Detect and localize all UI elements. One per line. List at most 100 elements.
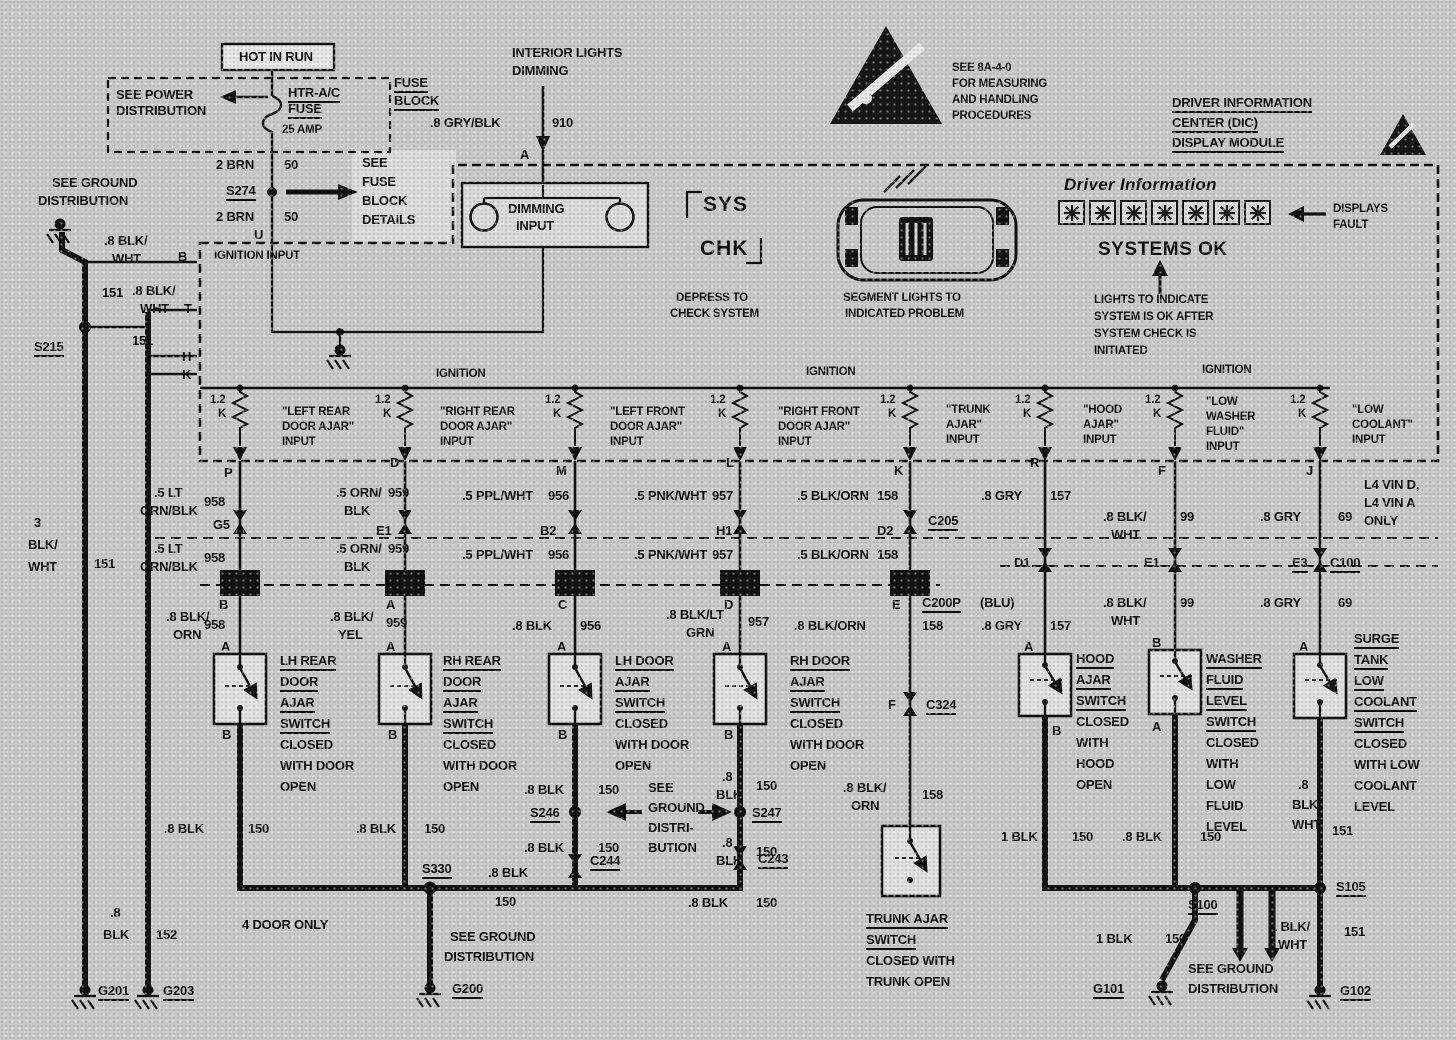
- ignition-bus-label: IGNITION: [1202, 364, 1252, 376]
- diagram-label: ORN: [173, 627, 202, 642]
- depress-note: DEPRESS TO: [676, 292, 748, 304]
- diagram-label: GRN/BLK: [140, 503, 198, 518]
- dic-module-outline: [198, 163, 1440, 463]
- diagram-label: WITH DOOR: [280, 758, 355, 773]
- esd-warning-icon-small: [1380, 114, 1426, 155]
- diagram-label: OPEN: [1076, 777, 1113, 792]
- diagram-label: CLOSED: [790, 716, 843, 731]
- segment-display-cell: [1151, 200, 1178, 225]
- switch-name: WASHER: [1206, 652, 1262, 669]
- diagram-label: INPUT: [610, 436, 644, 448]
- connector-c100: C100: [1330, 556, 1360, 573]
- input-label: "LOW: [1352, 404, 1384, 416]
- segment-display-cell: [1213, 200, 1240, 225]
- circuit-number: 958: [204, 550, 226, 565]
- diagram-label: CLOSED: [615, 716, 668, 731]
- pin-a: A: [722, 639, 732, 654]
- pin-m: M: [556, 463, 567, 478]
- diagram-label: DISTRIBUTION: [1188, 981, 1279, 996]
- diagram-label: SYSTEM IS OK AFTER: [1094, 311, 1214, 323]
- switch-name: HOOD: [1076, 652, 1114, 669]
- pullup-resistors: [230, 388, 1330, 446]
- switch-name: LH DOOR: [615, 654, 674, 671]
- diagram-label: AJAR": [1083, 419, 1119, 431]
- wire-color: .8 BLK/: [330, 609, 374, 624]
- diagram-label: DIMMING: [512, 63, 569, 78]
- pin-b: B: [1052, 723, 1062, 738]
- switch-boxes: [212, 648, 1348, 898]
- diagram-label: DOOR AJAR": [778, 421, 851, 433]
- diagram-label: TRUNK OPEN: [866, 974, 950, 989]
- circuit-number: 158: [922, 787, 944, 802]
- pin-b: B: [558, 727, 568, 742]
- input-label: "RIGHT REAR: [440, 406, 515, 418]
- wire-color: 1 BLK/: [1270, 919, 1310, 934]
- diagram-label: FOR MEASURING: [952, 78, 1048, 90]
- pin-b: B: [1152, 635, 1162, 650]
- splice-dot-s274: [267, 187, 277, 197]
- connector-e1: E1: [1144, 555, 1160, 570]
- connector-d2: D2: [877, 523, 894, 538]
- diagram-label: BLK: [103, 927, 130, 942]
- circuit-number: 150: [756, 778, 778, 793]
- diagram-label: BLK: [716, 787, 743, 802]
- fuse-block-label: FUSE: [394, 76, 428, 93]
- diagram-label: BLOCK: [394, 94, 439, 111]
- displays-fault-note: DISPLAYS: [1333, 203, 1388, 215]
- pin-f: F: [1158, 463, 1166, 478]
- diagram-label: GROUND: [648, 800, 705, 815]
- diagram-label: K: [1153, 408, 1162, 420]
- wire-color: 2 BRN: [216, 209, 255, 224]
- circuit-number: 150: [598, 782, 620, 797]
- diagram-label: SWITCH: [1076, 694, 1126, 711]
- wire-color: 2 BRN: [216, 157, 255, 172]
- wire-color: 1 BLK: [1001, 829, 1038, 844]
- diagram-label: INPUT: [282, 436, 316, 448]
- diagram-label: INPUT: [440, 436, 474, 448]
- diagram-label: CLOSED: [443, 737, 496, 752]
- diagram-label: INPUT: [778, 436, 812, 448]
- diagram-label: SWITCH: [866, 933, 916, 950]
- diagram-label: LEVEL: [1354, 799, 1395, 814]
- diagram-label: SWITCH: [790, 696, 840, 713]
- esd-warning-icon: [830, 26, 942, 124]
- diagram-label: DISTRI-: [648, 820, 694, 835]
- diagram-label: INDICATED PROBLEM: [845, 308, 965, 320]
- circuit-number: 151: [1332, 823, 1354, 838]
- diagram-label: CLOSED WITH: [866, 953, 955, 968]
- circuit-number: 50: [284, 157, 299, 172]
- wire-color: .8: [722, 769, 733, 784]
- wire-color: .5 PNK/WHT: [634, 488, 708, 503]
- wire-color: .8 GRY: [1260, 595, 1301, 610]
- splice-dot-s215: [79, 321, 91, 333]
- diagram-label: FUSE: [288, 102, 322, 119]
- pin-t: T: [184, 301, 192, 316]
- circuit-number: 69: [1338, 595, 1353, 610]
- wire-color: .8: [1298, 777, 1309, 792]
- diagram-label: DOOR: [443, 675, 481, 692]
- pin-p: P: [224, 465, 233, 480]
- diagram-label: LOW: [1354, 674, 1384, 691]
- circuit-number: 957: [712, 488, 734, 503]
- splice-s100: S100: [1188, 898, 1218, 915]
- wire-color: .8: [110, 905, 121, 920]
- diagram-label: WHT: [140, 301, 169, 316]
- diagram-label: DOOR AJAR": [440, 421, 513, 433]
- diagram-label: WHT: [1278, 937, 1307, 952]
- diagram-label: AJAR: [443, 696, 478, 713]
- diagram-label: WITH: [1076, 735, 1109, 750]
- segment-display-cell: [1120, 200, 1147, 225]
- ignition-input-label: IGNITION INPUT: [214, 250, 301, 262]
- right-arrow-icon: [338, 184, 358, 200]
- diagram-label: OPEN: [615, 758, 652, 773]
- diagram-label: AND HANDLING: [952, 94, 1039, 106]
- interior-lights-dimming-label: INTERIOR LIGHTS: [512, 45, 623, 60]
- resistor-value: 1.2: [545, 394, 561, 406]
- wire-color: .5 LT: [154, 485, 183, 500]
- pin-c: C: [558, 597, 568, 612]
- pin-a: A: [520, 147, 530, 162]
- diagram-label: DISTRIBUTION: [444, 949, 535, 964]
- diagram-label: GRN/BLK: [140, 559, 198, 574]
- diagram-label: OPEN: [280, 779, 317, 794]
